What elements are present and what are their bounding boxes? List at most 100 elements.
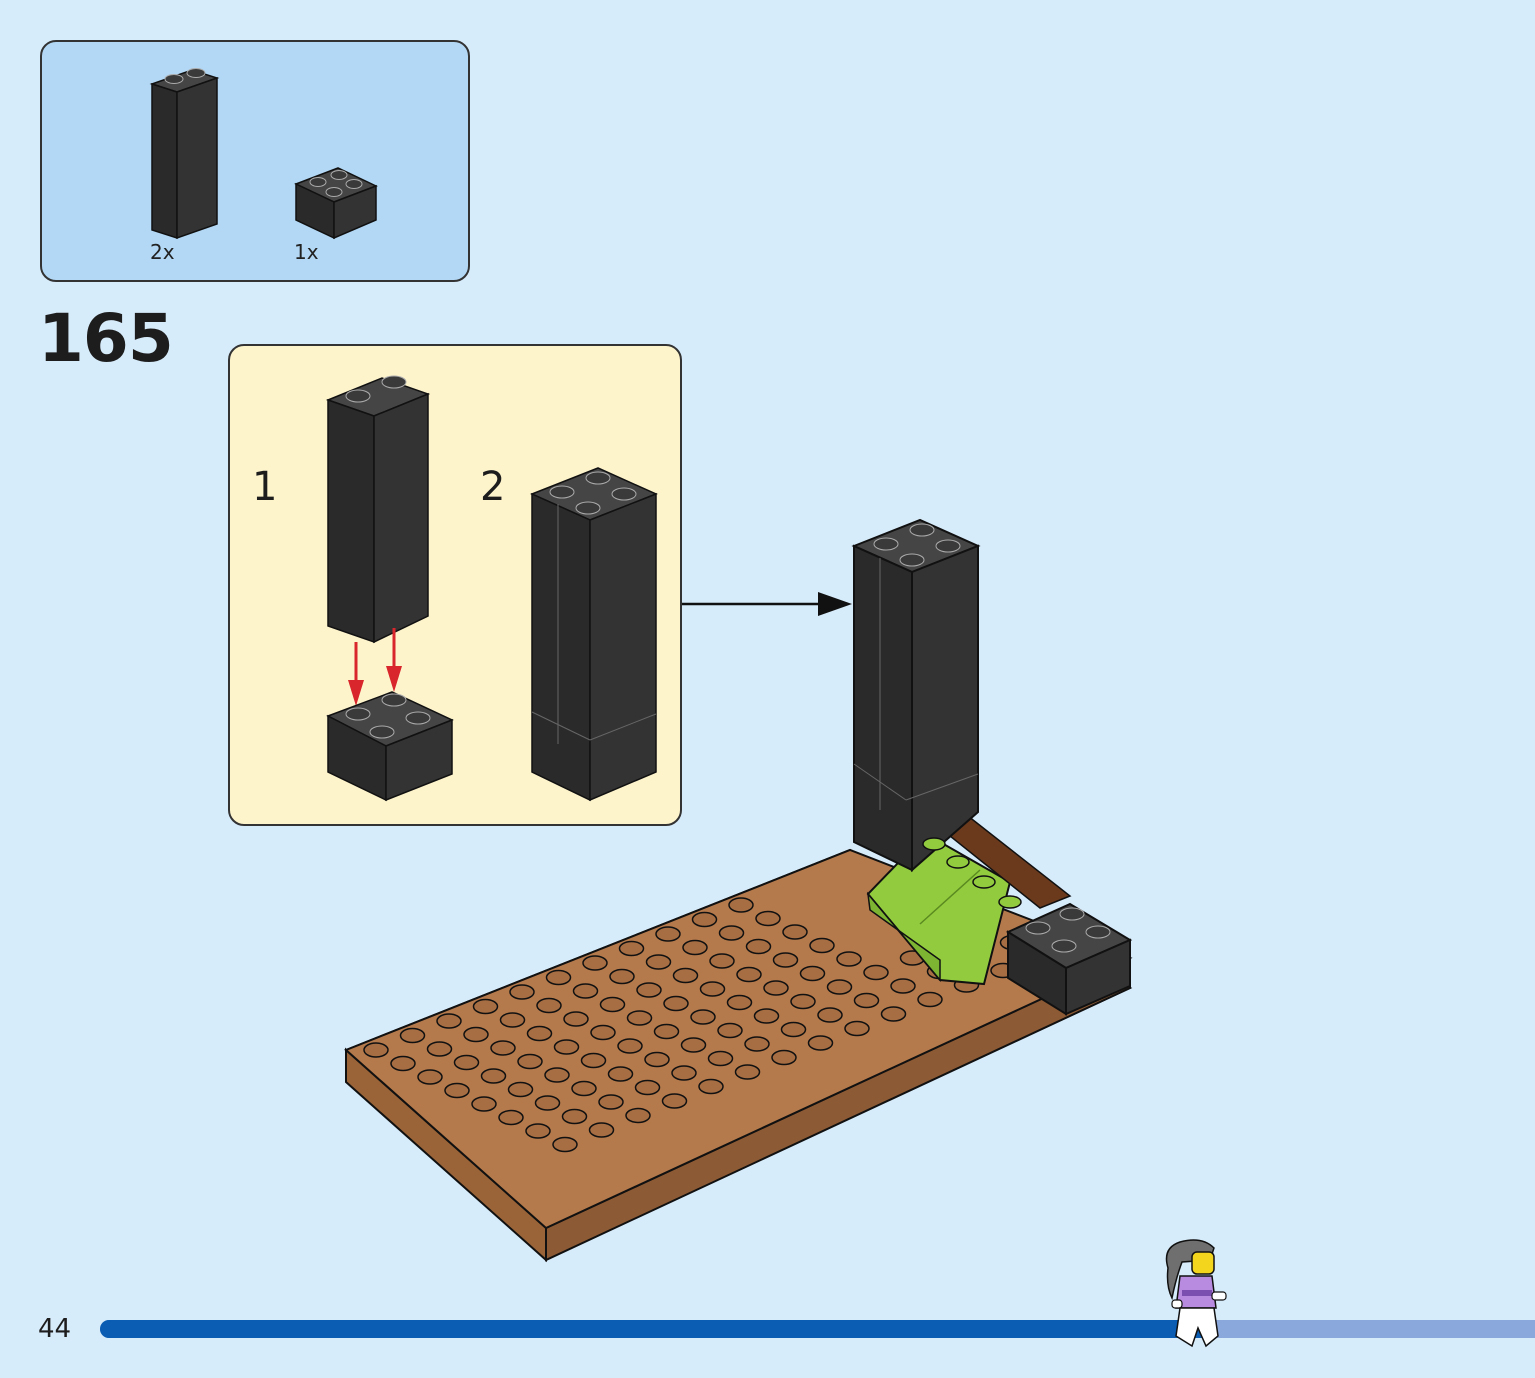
stud — [826, 979, 853, 995]
stud — [390, 1055, 416, 1072]
stud — [817, 1007, 843, 1023]
stud — [844, 1020, 870, 1037]
stud — [672, 967, 699, 984]
stud — [745, 938, 772, 955]
stud — [744, 1036, 770, 1052]
stud — [463, 1026, 489, 1043]
stud — [417, 1069, 443, 1085]
stud — [753, 1008, 780, 1024]
stud — [836, 951, 862, 967]
substep-number: 1 — [252, 464, 278, 510]
stud — [699, 981, 726, 997]
stud — [691, 911, 718, 928]
stud — [661, 1093, 688, 1109]
stud — [436, 1013, 462, 1029]
stud — [790, 993, 816, 1010]
stud — [782, 924, 808, 940]
stud — [618, 940, 645, 957]
stud — [552, 1136, 578, 1153]
stud — [517, 1053, 543, 1070]
stud — [536, 997, 562, 1014]
stud — [617, 1038, 643, 1054]
stud — [599, 996, 626, 1013]
stud — [771, 1049, 797, 1066]
step-number: 165 — [38, 300, 174, 377]
progress-bar-fill — [100, 1320, 1205, 1338]
stud — [755, 910, 781, 927]
stud — [545, 969, 572, 986]
substep-1-illustration — [325, 375, 454, 802]
stud — [972, 875, 996, 889]
stud — [680, 1037, 707, 1053]
stud — [625, 1107, 651, 1124]
sub-assembly-panel: 1 2 — [228, 344, 682, 826]
stud — [726, 994, 753, 1011]
stud — [998, 895, 1022, 909]
stud — [572, 983, 599, 999]
stud — [809, 937, 835, 954]
green-slope-studs — [922, 837, 1022, 909]
stud — [471, 1096, 497, 1112]
minifigure-mascot-icon — [1165, 1239, 1227, 1348]
substep-number: 2 — [480, 464, 506, 510]
brick-1x2x3-black-icon — [149, 68, 220, 240]
stud — [626, 1010, 653, 1026]
stud — [607, 1066, 634, 1082]
stud — [718, 925, 745, 941]
stud — [634, 1079, 661, 1096]
stud — [917, 991, 943, 1008]
stud — [707, 1050, 734, 1067]
stud — [653, 1023, 680, 1040]
stud — [799, 965, 826, 982]
stud — [544, 1067, 570, 1083]
stud — [525, 1123, 551, 1139]
stud — [590, 1024, 616, 1041]
stud — [682, 939, 708, 956]
stud — [946, 855, 970, 869]
stud — [863, 964, 889, 981]
stud — [663, 995, 689, 1012]
stud — [780, 1021, 807, 1038]
stud — [890, 978, 916, 994]
part-quantity: 2x — [150, 240, 175, 264]
main-model-illustration — [344, 518, 1133, 1263]
stud — [509, 984, 535, 1000]
stud — [734, 1064, 761, 1080]
stud — [553, 1039, 580, 1055]
stud — [736, 966, 762, 983]
stud — [534, 1095, 561, 1111]
stud — [472, 998, 499, 1015]
stud — [498, 1109, 524, 1126]
stud — [636, 982, 662, 998]
stud — [480, 1068, 507, 1084]
stud — [807, 1035, 834, 1051]
stud — [645, 954, 672, 970]
brick-2x2-black-icon — [294, 167, 378, 240]
stud — [880, 1006, 907, 1022]
stud — [526, 1025, 553, 1042]
stud — [709, 953, 735, 969]
stud — [588, 1122, 615, 1138]
stud — [853, 992, 880, 1009]
stud — [490, 1040, 516, 1056]
stud — [571, 1080, 597, 1097]
stud — [580, 1052, 607, 1069]
stud — [772, 952, 799, 968]
parts-list-panel: 2x 1x — [40, 40, 470, 282]
stud — [399, 1027, 426, 1044]
stud — [582, 955, 608, 971]
stud — [609, 968, 635, 985]
stud — [671, 1065, 697, 1081]
stud — [763, 980, 789, 996]
base-plate-studs — [363, 897, 1053, 1153]
stud — [655, 926, 681, 942]
stud — [690, 1009, 716, 1025]
stud — [499, 1012, 526, 1028]
stud — [728, 897, 754, 913]
stud — [444, 1082, 470, 1099]
stud — [598, 1094, 624, 1110]
stud — [363, 1042, 389, 1058]
page-number: 44 — [38, 1314, 72, 1344]
stud — [563, 1011, 589, 1027]
stud — [698, 1078, 724, 1095]
